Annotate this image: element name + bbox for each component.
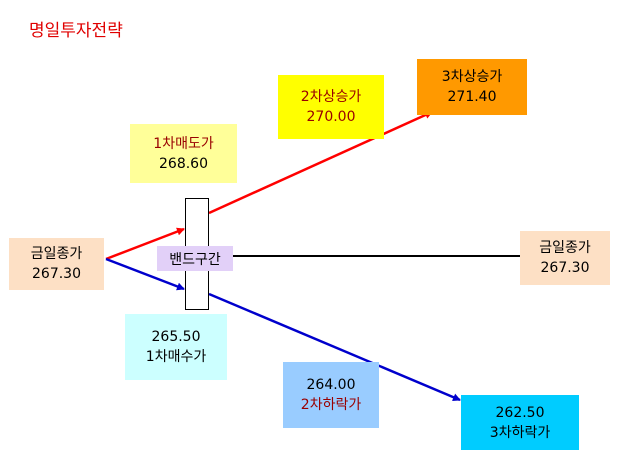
sell1-value: 268.60 [159,155,208,172]
down-trend-line [208,292,461,402]
close-right-value: 267.30 [540,260,590,276]
sell1-label: 1차매도가 [153,135,214,152]
rise3-box: 3차상승가 271.40 [417,59,527,115]
close-left-box: 금일종가 267.30 [9,238,104,290]
rise2-label: 2차상승가 [300,89,362,105]
close-left-value: 267.30 [32,266,81,282]
up-arrow-short [105,227,185,261]
fall3-box: 262.50 3차하락가 [461,395,579,450]
rise3-label: 3차상승가 [441,69,503,85]
close-right-label: 금일종가 [539,240,591,256]
fall2-label: 2차하락가 [300,397,362,413]
sell1-box: 1차매도가 268.60 [130,124,237,183]
fall3-value: 262.50 [495,404,545,421]
fall2-value: 264.00 [306,377,356,393]
band-label: 밴드구간 [157,246,233,271]
buy1-box: 265.50 1차매수가 [125,314,227,380]
rise3-value: 271.40 [447,89,497,105]
down-arrow-short [105,257,185,291]
close-left-label: 금일종가 [30,246,83,262]
close-right-box: 금일종가 267.30 [520,231,610,285]
up-trend-line [208,110,433,215]
fall3-label: 3차하락가 [489,424,551,441]
rise2-box: 2차상승가 270.00 [278,75,384,139]
buy1-label: 1차매수가 [145,349,207,365]
rise2-value: 270.00 [306,109,356,125]
page-title: 명일투자전략 [29,21,123,41]
fall2-box: 264.00 2차하락가 [283,362,379,428]
buy1-value: 265.50 [151,329,201,345]
